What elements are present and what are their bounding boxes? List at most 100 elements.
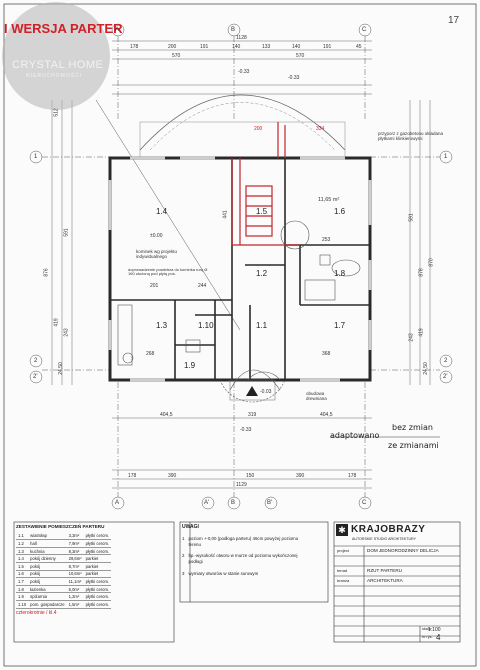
axis-label-a-top: A — [115, 27, 120, 33]
dim-bottom-r2-5: 178 — [348, 473, 357, 479]
version-banner: I WERSJA PARTER — [4, 21, 123, 36]
dim-top-2: 200 — [168, 44, 177, 50]
notes-item-number: 1 — [182, 536, 185, 541]
notes-item-text: hp.-wysokość otworu w murze od poziomu w… — [188, 553, 298, 565]
krajobrazy-logo-icon: ✱ — [336, 524, 348, 536]
title-block-project-label: project — [337, 548, 350, 553]
notes-item-number: 2 — [182, 553, 185, 559]
note-doprowadzenie: doprowadzenie powietrza do kominka rurą … — [128, 267, 208, 276]
watermark-subtitle: NIERUCHOMOŚCI — [26, 73, 83, 79]
table-cell-name: pokój dzienny — [28, 554, 67, 563]
dim-right-4: 243 — [408, 333, 415, 342]
dim-top-5: 133 — [262, 44, 271, 50]
table-cell-no: 1.5 — [16, 562, 29, 571]
table-cell-no: 1.3 — [16, 547, 29, 556]
table-cell-area: 11,1m² — [66, 577, 84, 586]
dim-top-6: 140 — [292, 44, 301, 50]
dim-left-2: 876 — [43, 268, 50, 277]
annotation-adaptowano: adaptowano — [330, 431, 380, 440]
room-label-1-2: 1.2 — [256, 269, 268, 278]
annotation-bez-zmian: bez zmian — [392, 423, 433, 432]
axis-label-2p-left: 2' — [33, 374, 38, 380]
title-block-logo: KRAJOBRAZY — [351, 524, 426, 535]
table-cell-name: pokój — [28, 570, 67, 579]
level-top: -0.33 — [238, 69, 250, 75]
dim-top-total: 1128 — [236, 35, 247, 41]
notes-item-text: wymiary otworów w stanie surowym — [188, 570, 259, 576]
title-block-branch-label: branża — [337, 578, 350, 583]
title-block-content-label: temat — [337, 568, 348, 573]
dim-top-1: 178 — [130, 44, 139, 50]
table-cell-no: 1.2 — [16, 539, 29, 548]
dim-bottom-1: 404,5 — [160, 412, 173, 418]
table-cell-floor: parkiet — [83, 570, 112, 579]
dim-bottom-r2-2: 390 — [168, 473, 177, 479]
table-cell-area: 29,6m² — [66, 554, 84, 563]
axis-label-a-bottom: A — [115, 500, 120, 506]
notes-title: UWAGI — [182, 524, 199, 530]
note-przyporz: przyporz z gazobetonu okładana płytkami … — [378, 131, 444, 141]
dim-right-5: 419 — [418, 328, 425, 337]
room-schedule-handwritten: czterokrotnie / kl.4 — [16, 609, 57, 616]
axis-label-a1-bottom: A' — [204, 500, 210, 506]
dim-bottom-3: 404,5 — [320, 412, 333, 418]
table-cell-area: 5,0m² — [66, 585, 84, 594]
notes-item-number: 3 — [182, 570, 185, 576]
title-block-logo-sub: AUTORSKIE STUDIO ARCHITEKTURY — [352, 537, 416, 541]
room-label-1-3: 1.3 — [156, 321, 168, 330]
axis-label-2-right: 2 — [444, 358, 448, 364]
dim-top-4: 140 — [232, 44, 241, 50]
annotation-ze-zmianami: ze zmianami — [388, 441, 439, 450]
axis-label-1-left: 1 — [34, 154, 38, 160]
table-cell-area: 8,7m² — [66, 562, 84, 571]
dim-left-3: 419 — [53, 318, 60, 327]
dim-top-3: 191 — [200, 44, 209, 50]
room-label-1-1: 1.1 — [256, 321, 268, 330]
dim-368: 368 — [322, 351, 331, 357]
table-cell-no: 1.6 — [16, 570, 29, 579]
room-area-1-6: 11,65 m² — [318, 197, 340, 203]
table-cell-name: spiżarnia — [28, 592, 67, 601]
table-cell-no: 1.10 — [16, 600, 29, 609]
dim-268: 268 — [146, 351, 155, 357]
title-block-project: DOM JEDNORODZINNY DELICJA — [367, 548, 439, 553]
title-block-branch: ARCHITEKTURA — [367, 578, 403, 583]
dim-bottom-total: 1129 — [236, 482, 247, 488]
table-cell-name: łazienka — [28, 585, 67, 594]
room-label-1-9: 1.9 — [184, 361, 196, 370]
table-cell-area: 3,3m² — [66, 532, 84, 541]
title-block-sheet: 4 — [436, 633, 441, 642]
table-cell-area: 1,2m² — [66, 592, 84, 601]
axis-label-c-bottom: C — [362, 500, 367, 506]
watermark-name: CRYSTAL HOME — [12, 59, 104, 71]
title-block-scale: 1:100 — [428, 627, 441, 633]
terrace-dim-left: 200 — [254, 126, 263, 132]
table-cell-no: 1.9 — [16, 592, 29, 601]
title-block-sheet-label: nr rys. — [422, 635, 433, 639]
table-cell-floor: płytki cerom. — [83, 532, 112, 541]
table-cell-no: 1.8 — [16, 585, 29, 594]
table-cell-name: pokój — [28, 562, 67, 571]
dim-left-6: 24,50 — [57, 362, 64, 375]
dim-top-half-2: 570 — [296, 53, 305, 59]
note-kominek: kominek wg projektu indywidualnego — [136, 249, 178, 259]
note-obudowa: obudowa drewniana — [306, 391, 327, 401]
table-cell-name: wiatrołap — [28, 532, 67, 541]
page-corner-number: 17 — [448, 15, 460, 26]
dim-left-1: 512 — [53, 108, 60, 117]
table-cell-floor: płytki cerom. — [83, 547, 112, 556]
dim-top-8: 45 — [356, 44, 362, 50]
dim-top-7: 191 — [323, 44, 332, 50]
